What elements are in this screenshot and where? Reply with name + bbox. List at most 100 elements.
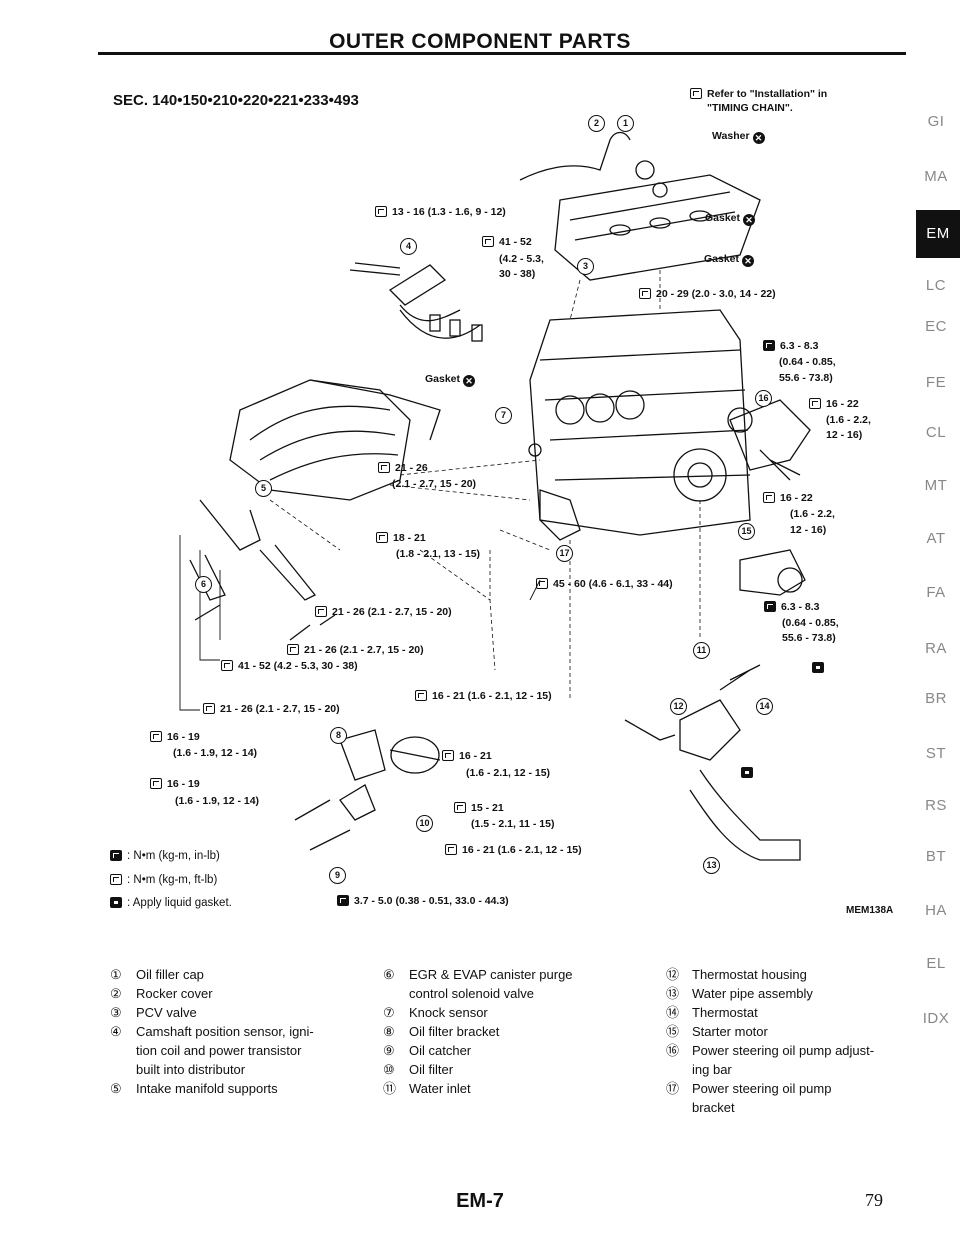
part-name: Camshaft position sensor, igni-	[136, 1024, 314, 1039]
part-number: ⑭	[666, 1005, 680, 1020]
torque-20-29: 20 - 29 (2.0 - 3.0, 14 - 22)	[639, 288, 776, 301]
torque-18-21: 18 - 21	[376, 532, 426, 545]
torque-icon	[809, 398, 821, 409]
torque-63-83-a: 6.3 - 8.3	[763, 340, 819, 353]
intake-manifold	[229, 379, 411, 501]
torque-icon	[203, 703, 215, 714]
callout-16: 16	[755, 390, 772, 407]
torque-icon	[375, 206, 387, 217]
torque-icon	[482, 236, 494, 247]
torque-icon	[690, 88, 702, 99]
replace-icon: ✕	[463, 375, 476, 387]
part-name: ing bar	[692, 1062, 732, 1077]
part-name: tion coil and power transistor	[136, 1043, 302, 1058]
torque-16-19-a: 16 - 19	[150, 731, 200, 744]
torque-inlb-icon	[337, 895, 349, 906]
section-tab-el[interactable]: EL	[926, 955, 946, 972]
part-number	[110, 1060, 136, 1079]
gasket-label-3: Gasket✕	[425, 373, 476, 387]
part-name: Power steering oil pump adjust-	[692, 1043, 875, 1058]
part-number: ⑨	[383, 1043, 395, 1058]
replace-icon: ✕	[752, 132, 765, 144]
callout-11: 11	[693, 642, 710, 659]
liquid-gasket-icon	[741, 767, 753, 778]
callout-10: 10	[416, 815, 433, 832]
section-tab-fa[interactable]: FA	[926, 584, 946, 601]
replace-icon: ✕	[742, 255, 755, 267]
part-name: Starter motor	[692, 1024, 768, 1039]
section-tab-ma[interactable]: MA	[924, 168, 948, 185]
starter-motor	[739, 549, 806, 596]
section-tab-rs[interactable]: RS	[925, 797, 947, 814]
section-tab-lc[interactable]: LC	[925, 277, 947, 294]
section-tab-st[interactable]: ST	[925, 745, 947, 762]
section-tab-cl[interactable]: CL	[925, 424, 947, 441]
torque-16-22-b-ft: 12 - 16)	[790, 524, 827, 536]
part-name: Rocker cover	[136, 986, 213, 1001]
callout-14: 14	[756, 698, 773, 715]
torque-icon	[150, 778, 162, 789]
part-name: Oil filter	[409, 1062, 454, 1077]
section-tab-ec[interactable]: EC	[925, 318, 947, 335]
section-tab-at[interactable]: AT	[926, 530, 946, 547]
section-tab-mt[interactable]: MT	[924, 477, 948, 494]
part-name: Knock sensor	[409, 1005, 488, 1020]
section-tab-br[interactable]: BR	[925, 690, 947, 707]
section-tab-bt[interactable]: BT	[925, 848, 947, 865]
callout-7: 7	[495, 407, 512, 424]
page-footer: EM-7	[456, 1190, 504, 1212]
torque-16-19-b-kg: (1.6 - 1.9, 12 - 14)	[175, 795, 260, 807]
torque-41-52: 41 - 52	[482, 236, 532, 249]
torque-icon	[442, 750, 454, 761]
part-number: ③	[110, 1005, 122, 1020]
part-number: ⑪	[383, 1081, 397, 1096]
torque-icon	[378, 462, 390, 473]
section-tab-ra[interactable]: RA	[925, 640, 947, 657]
engine-block	[529, 309, 751, 536]
callout-9: 9	[329, 867, 346, 884]
part-name: Thermostat	[692, 1005, 758, 1020]
part-name: Water pipe assembly	[692, 986, 813, 1001]
part-name: Thermostat housing	[692, 967, 807, 982]
section-tab-em[interactable]: EM	[916, 210, 960, 258]
liquid-gasket-mark-1	[812, 662, 829, 675]
callout-17: 17	[556, 545, 573, 562]
torque-45-60: 45 - 60 (4.6 - 6.1, 33 - 44)	[536, 578, 673, 591]
torque-icon	[639, 288, 651, 299]
parts-list-item: ⑭ Thermostat	[666, 1003, 874, 1022]
section-tab-fe[interactable]: FE	[925, 374, 947, 391]
torque-icon	[315, 606, 327, 617]
part-name: Oil catcher	[409, 1043, 472, 1058]
torque-15-21-kg: (1.5 - 2.1, 11 - 15)	[471, 818, 555, 830]
replace-icon: ✕	[743, 214, 756, 226]
torque-16-21-c: 16 - 21 (1.6 - 2.1, 12 - 15)	[445, 844, 582, 857]
page-title: OUTER COMPONENT PARTS	[329, 30, 631, 53]
gasket-label-2: Gasket✕	[704, 253, 755, 267]
section-tab-idx[interactable]: IDX	[922, 1010, 950, 1027]
part-number: ⑥	[383, 967, 395, 982]
title-rule	[98, 52, 906, 55]
callout-5: 5	[255, 480, 272, 497]
torque-icon	[110, 874, 122, 885]
gasket-label-1: Gasket✕	[705, 212, 756, 226]
section-tab-ha[interactable]: HA	[925, 902, 947, 919]
part-number: ⑤	[110, 1081, 122, 1096]
torque-21-26-d: 21 - 26 (2.1 - 2.7, 15 - 20)	[203, 703, 340, 716]
section-tab-gi[interactable]: GI	[927, 113, 945, 130]
callout-12: 12	[670, 698, 687, 715]
torque-16-22-b-kg: (1.6 - 2.2,	[790, 508, 835, 520]
torque-21-26-b: 21 - 26 (2.1 - 2.7, 15 - 20)	[315, 606, 452, 619]
liquid-gasket-icon	[812, 662, 824, 673]
callout-13: 13	[703, 857, 720, 874]
part-name: built into distributor	[136, 1062, 246, 1077]
